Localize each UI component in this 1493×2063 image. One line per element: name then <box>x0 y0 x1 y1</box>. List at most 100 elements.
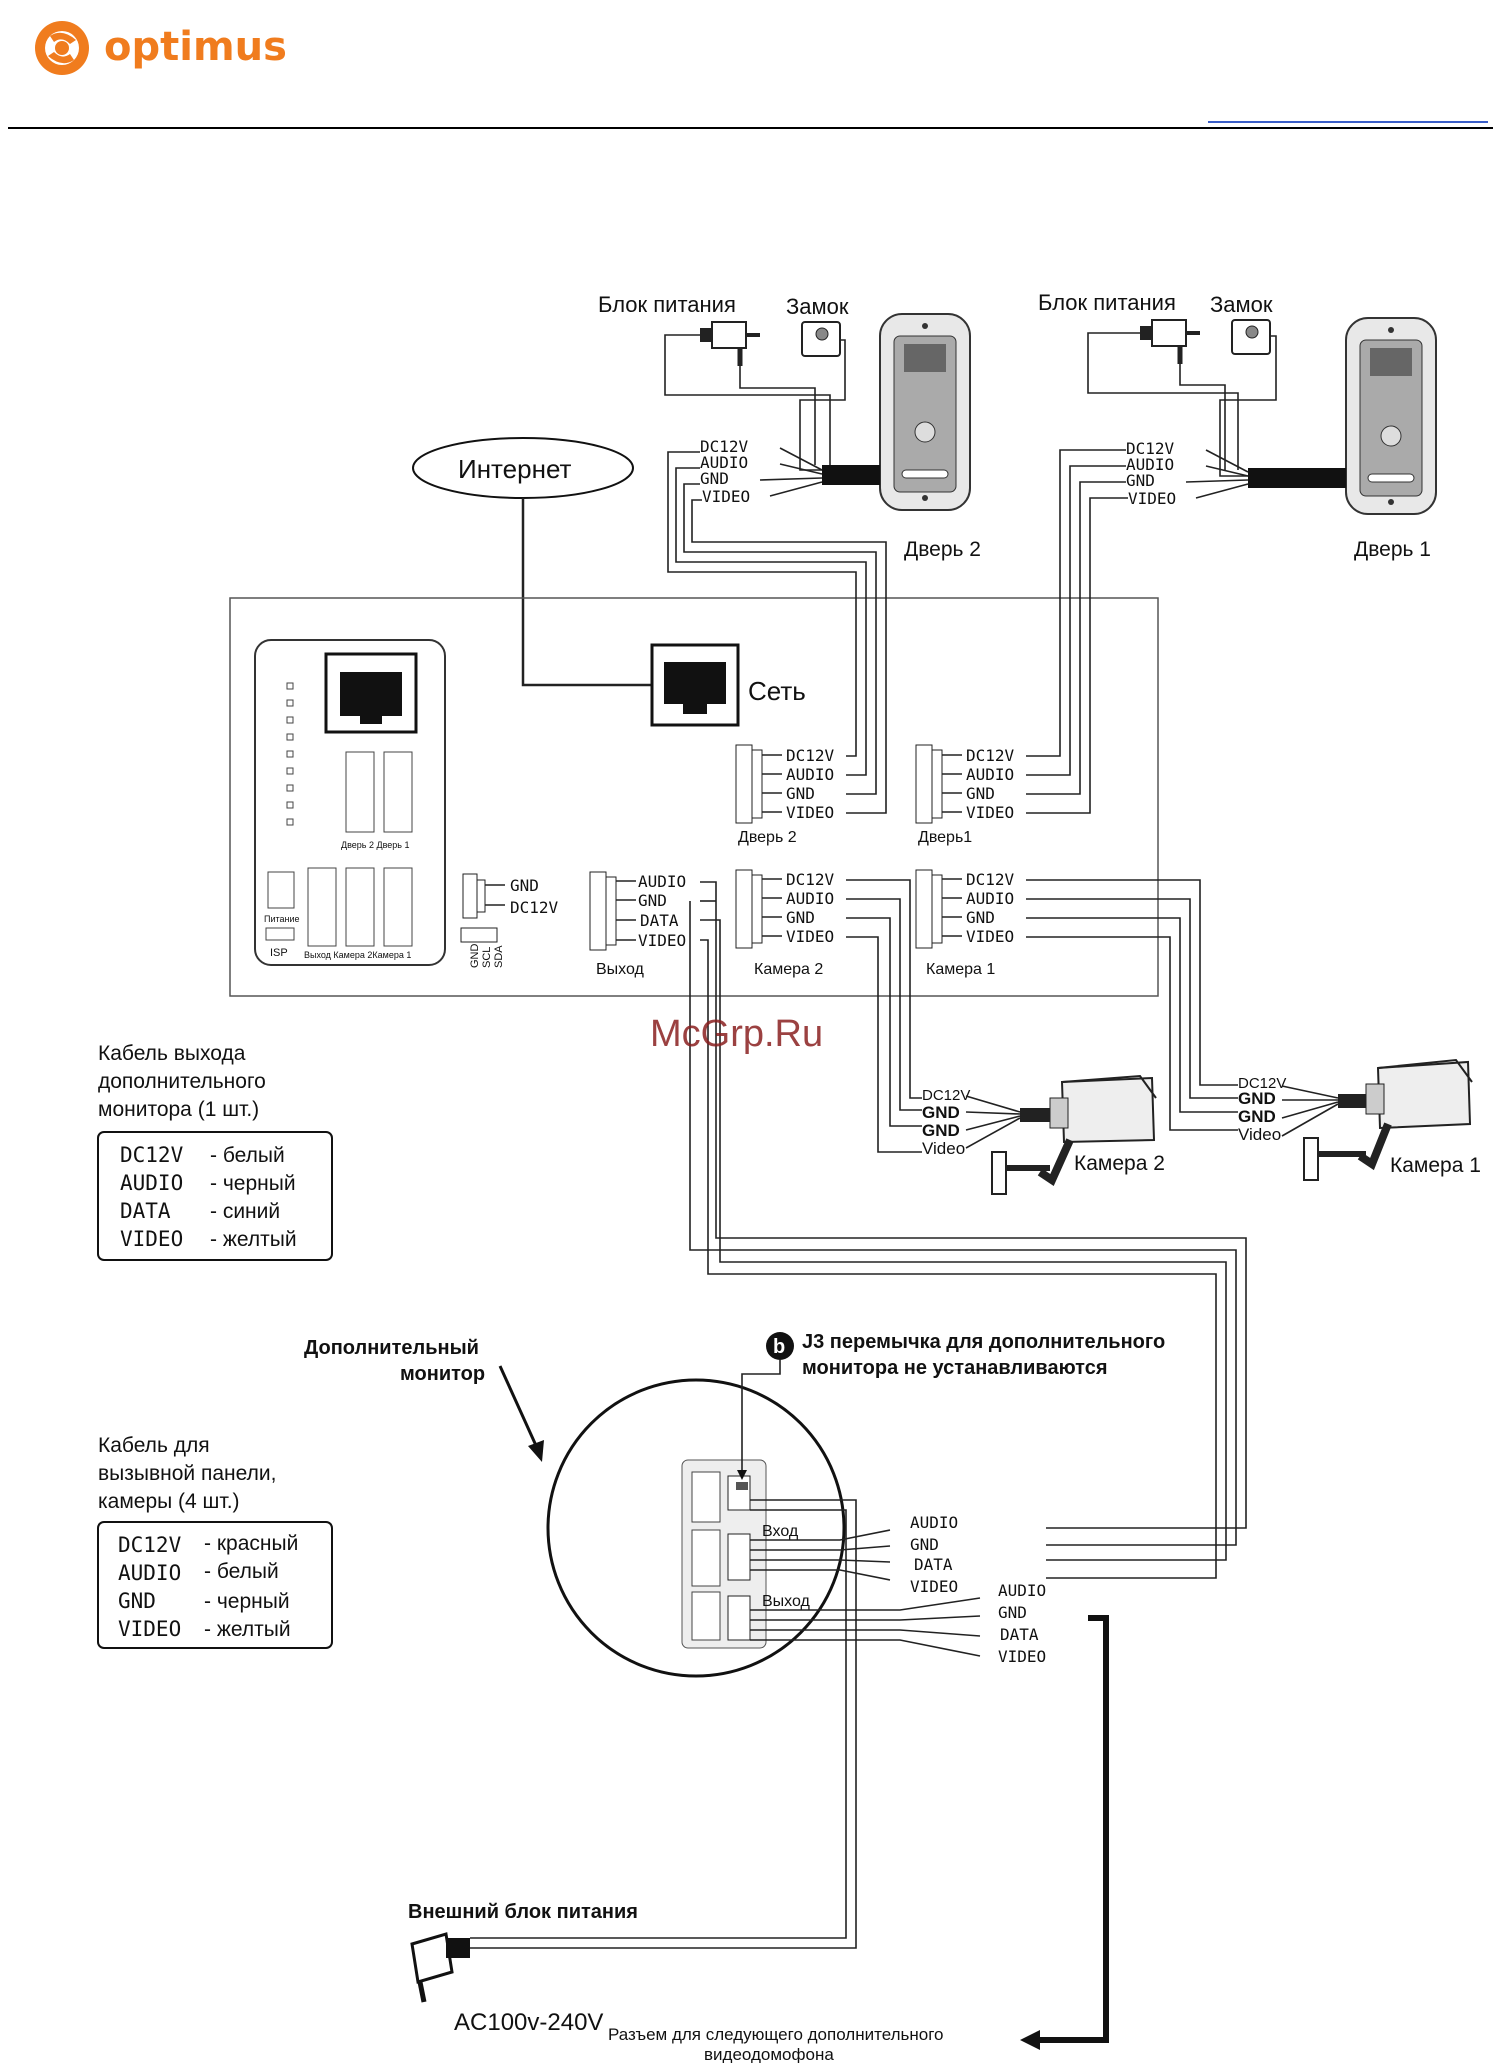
board-power-label: Питание <box>264 914 300 924</box>
wire-label: VIDEO <box>910 1577 958 1596</box>
wire-label: DC12V <box>786 870 835 889</box>
legend-code: GND <box>118 1589 156 1613</box>
legend-color: - белый <box>204 1560 279 1583</box>
wire-label: GND <box>966 908 995 927</box>
wire-label: AUDIO <box>966 889 1014 908</box>
wire-label: VIDEO <box>966 803 1014 822</box>
door-panel-2-icon <box>879 313 971 511</box>
lock-label-1: Замок <box>786 294 849 319</box>
wire-label: AUDIO <box>910 1513 958 1532</box>
terminal-label: Камера 1 <box>926 961 995 978</box>
monitor-callout-line: монитор <box>400 1363 485 1385</box>
main-unit-frame <box>229 597 1159 997</box>
legend-color: - синий <box>210 1200 280 1223</box>
wire-label: AUDIO <box>700 453 748 472</box>
monitor-in-label: Вход <box>762 1523 799 1540</box>
camera-1-icon <box>1303 1058 1473 1181</box>
terminal-door2: DC12V AUDIO GND VIDEO Дверь 2 <box>735 744 835 846</box>
monitor-zoom-circle <box>546 1378 846 1678</box>
wire-label: AUDIO <box>1126 455 1174 474</box>
terminal-out: AUDIO GND DATA VIDEO Выход <box>589 871 686 978</box>
wire-label: AUDIO <box>966 765 1014 784</box>
board-isp-label: ISP <box>270 947 288 959</box>
wire-label: DC12V <box>1126 439 1175 458</box>
wire-label: AUDIO <box>638 872 686 891</box>
wire-label: GND <box>922 1103 960 1122</box>
wire-label: DC12V <box>922 1087 970 1104</box>
wire-label: GND <box>966 784 995 803</box>
psu-plug-icon <box>1140 319 1200 364</box>
wire-label: DC12V <box>700 437 749 456</box>
legend-title-line: Кабель для <box>98 1434 210 1457</box>
terminal-label: Дверь1 <box>918 829 972 846</box>
wire-label: VIDEO <box>786 803 834 822</box>
legend-code: VIDEO <box>118 1617 181 1641</box>
legend-panel-cable: Кабель для вызывной панели, камеры (4 шт… <box>97 1434 333 1649</box>
i2c-pin-gnd: GND <box>469 944 481 969</box>
dc12v-label: DC12V <box>510 898 559 917</box>
wire-label: DC12V <box>1238 1075 1286 1092</box>
camera-2-icon <box>991 1074 1157 1195</box>
monitor-callout-line: Дополнительный <box>304 1337 479 1359</box>
brand-name: optimus <box>104 24 287 70</box>
wire-label: GND <box>638 891 667 910</box>
next-connector-line: Разъем для следующего дополнительного <box>608 2025 944 2044</box>
wire-label: DC12V <box>786 746 835 765</box>
lock-label-2: Замок <box>1210 292 1273 317</box>
door-panel-1-icon <box>1345 317 1437 515</box>
legend-color: - черный <box>210 1172 296 1195</box>
legend-color: - красный <box>204 1532 298 1555</box>
wire-label: VIDEO <box>786 927 834 946</box>
door2-wire-labels: DC12V AUDIO GND VIDEO <box>700 437 750 506</box>
door1-label: Дверь 1 <box>1354 538 1431 561</box>
terminal-door1: DC12V AUDIO GND VIDEO Дверь1 <box>915 744 1015 846</box>
wire-label: VIDEO <box>638 931 686 950</box>
jumper-note-line: J3 перемычка для дополнительного <box>802 1331 1165 1353</box>
monitor-out-label: Выход <box>762 1593 811 1610</box>
wire-label: GND <box>922 1121 960 1140</box>
network-jack-icon <box>650 643 740 727</box>
legend-title-line: монитора (1 шт.) <box>98 1098 259 1121</box>
legend-code: VIDEO <box>120 1227 183 1251</box>
main-board: Дверь 2 Дверь 1 Питание ISP Выход Камера… <box>254 639 446 966</box>
psu-label-2: Блок питания <box>1038 290 1176 315</box>
wire-label: Video <box>1238 1125 1281 1144</box>
i2c-pin-scl: SCL <box>481 947 493 968</box>
legend-code: AUDIO <box>120 1171 183 1195</box>
legend-code: DC12V <box>120 1143 184 1167</box>
gnd-label: GND <box>510 876 539 895</box>
wire-label: VIDEO <box>966 927 1014 946</box>
wire-label: AUDIO <box>786 765 834 784</box>
terminal-label: Камера 2 <box>754 961 823 978</box>
legend-title-line: дополнительного <box>98 1070 266 1093</box>
wire-label: DC12V <box>966 870 1015 889</box>
watermark: McGrp.Ru <box>650 1013 823 1055</box>
legend-color: - белый <box>210 1144 285 1167</box>
board-door-labels: Дверь 2 Дверь 1 <box>341 840 409 850</box>
wire-label: GND <box>1238 1089 1276 1108</box>
wire-label: VIDEO <box>1128 489 1176 508</box>
wire-label: AUDIO <box>998 1581 1046 1600</box>
next-connector-line: видеодомофона <box>704 2045 834 2063</box>
wire-label: DATA <box>1000 1625 1039 1644</box>
network-label: Сеть <box>748 676 806 706</box>
i2c-pin-sda: SDA <box>493 945 505 968</box>
brand-logo: optimus <box>35 21 287 75</box>
legend-code: DC12V <box>118 1533 182 1557</box>
wire-label: AUDIO <box>786 889 834 908</box>
callout-arrow-icon <box>498 1365 540 1451</box>
jumper-note-line: монитора не устанавливаются <box>802 1357 1108 1379</box>
lock-icon <box>801 321 841 357</box>
terminal-label: Выход <box>596 961 645 978</box>
legend-title-line: камеры (4 шт.) <box>98 1490 240 1513</box>
wire-label: DC12V <box>966 746 1015 765</box>
door2-label: Дверь 2 <box>904 538 981 561</box>
wire-label: Video <box>922 1139 965 1158</box>
wire-label: GND <box>700 469 729 488</box>
arrow-left-icon <box>1020 2030 1040 2050</box>
monitor-back-panel <box>681 1459 767 1649</box>
ext-psu-label: Внешний блок питания <box>408 1901 638 1923</box>
legend-title-line: вызывной панели, <box>98 1462 276 1485</box>
wire-label: GND <box>910 1535 939 1554</box>
